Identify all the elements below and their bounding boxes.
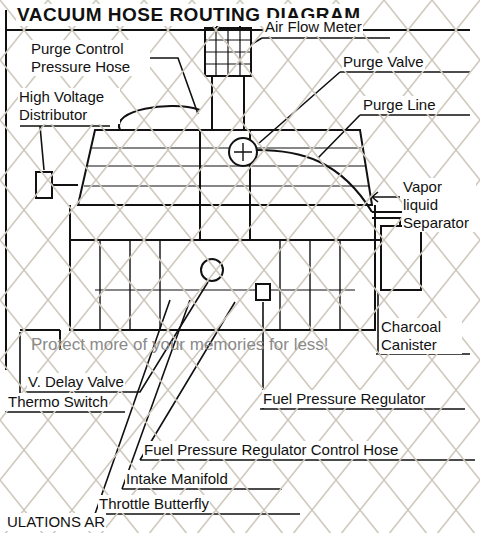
part-label: Fuel Pressure Regulator Control Hose <box>143 441 399 459</box>
part-label: Intake Manifold <box>125 470 229 488</box>
watermark: Protect more of your memories for less! <box>30 336 330 354</box>
part-label: Air Flow Meter <box>264 18 363 36</box>
cut-off-text: ULATIONS AR <box>6 513 106 531</box>
part-label: V. Delay Valve <box>27 373 125 391</box>
part-label: Purge Line <box>362 96 437 114</box>
part-label: Vapor liquid Separator <box>402 178 476 232</box>
part-label: High Voltage Distributor <box>18 88 120 124</box>
part-label: Purge Control Pressure Hose <box>30 40 150 76</box>
part-label: Throttle Butterfly <box>98 495 210 513</box>
part-label: Fuel Pressure Regulator <box>262 390 427 408</box>
part-label: Purge Valve <box>342 53 425 71</box>
part-label: Charcoal Canister <box>380 318 462 354</box>
part-label: Thermo Switch <box>7 393 109 411</box>
